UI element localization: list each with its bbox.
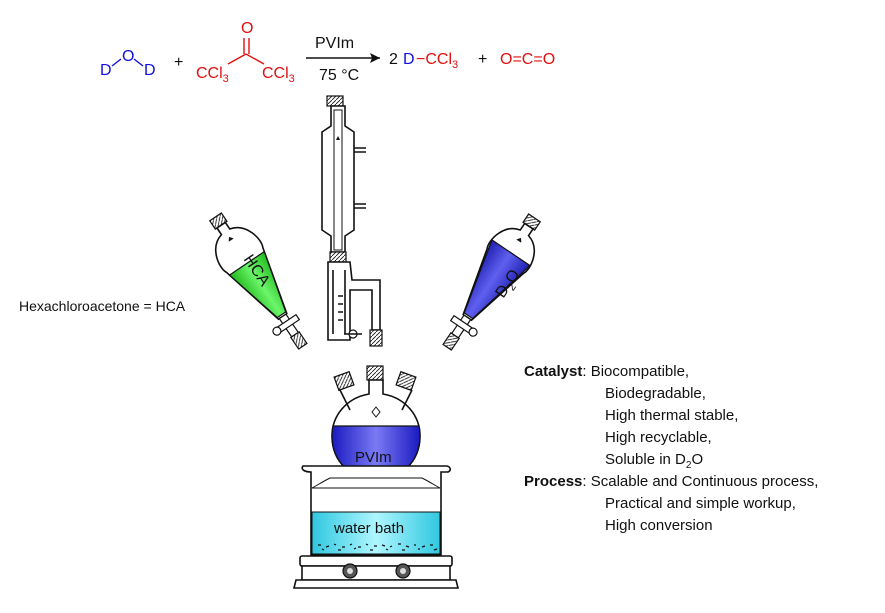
stir-bar-particles (318, 543, 438, 551)
flask-right-joint (395, 370, 417, 392)
bond-d-o-left (111, 58, 122, 67)
plus-sign-1: + (174, 54, 183, 71)
plus-sign-2: + (478, 51, 487, 68)
catalyst-item-2: Biodegradable, (605, 385, 706, 402)
reflux-condenser (321, 95, 383, 347)
product-cdcl3: −CCl3 (416, 51, 458, 71)
reactant-d2o-structure: D O D (100, 48, 156, 79)
water-bath-beaker (301, 465, 451, 556)
hotplate-top (299, 555, 453, 567)
d2o-atom-d1: D (100, 62, 112, 79)
carbon-dioxide: O=C=O (500, 51, 555, 68)
catalyst-item-5: Soluble in D2O (605, 451, 703, 471)
arrow-catalyst-label: PVIm (315, 35, 354, 52)
process-heading-line: Process: Scalable and Continuous process… (524, 473, 818, 490)
ketone-oxygen: O (241, 20, 253, 37)
hca-definition-text: Hexachloroacetone = HCA (19, 298, 186, 314)
catalyst-item-4: High recyclable, (605, 429, 712, 446)
ccl3-right-group: CCl3 (262, 65, 295, 85)
ccl3-left-group: CCl3 (196, 65, 229, 85)
hca-addition-funnel (208, 212, 308, 350)
water-bath-label: water bath (333, 520, 404, 537)
d2o-addition-funnel (442, 213, 542, 351)
arrow-temperature-label: 75 °C (319, 67, 359, 84)
catalyst-heading-line: Catalyst: Biocompatible, (524, 363, 689, 380)
catalyst-item-3: High thermal stable, (605, 407, 738, 424)
bond-o-d-right (133, 58, 144, 67)
d2o-atom-o: O (122, 48, 134, 65)
properties-list: Catalyst: Biocompatible, Biodegradable, … (524, 363, 818, 534)
bond-right-ccl3 (245, 53, 265, 65)
hotplate-stirrer (292, 555, 460, 589)
product-deuterium: D (403, 51, 415, 68)
process-item-2: Practical and simple workup, (605, 495, 796, 512)
bond-left-ccl3 (227, 53, 247, 65)
product-coefficient: 2 (389, 51, 398, 68)
d2o-atom-d2: D (144, 62, 156, 79)
reaction-arrow (306, 53, 380, 63)
flask-catalyst-label: PVIm (355, 449, 392, 466)
process-item-3: High conversion (605, 517, 713, 534)
flask-left-joint (333, 370, 355, 392)
reactant-hca-structure: O CCl3 CCl3 (196, 20, 295, 85)
flask-center-joint (366, 365, 384, 381)
